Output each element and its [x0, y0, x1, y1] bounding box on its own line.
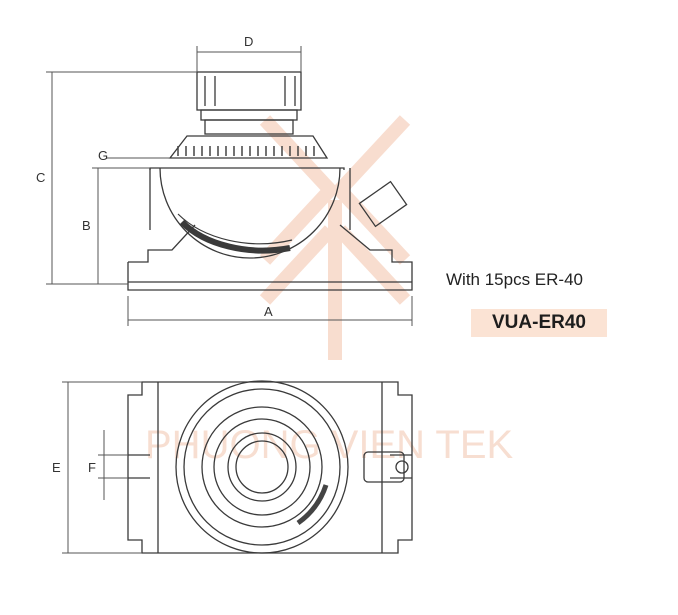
plan-dimensions: [62, 381, 142, 554]
dial-scale: [177, 146, 315, 156]
plan-view: [127, 380, 413, 554]
watermark-text: PHUONG VIEN TEK: [145, 423, 514, 467]
plan-scale: [296, 484, 329, 526]
dim-d-label: D: [244, 34, 253, 49]
elevation-dimensions: [46, 46, 413, 326]
dim-c-label: C: [36, 170, 45, 185]
dim-a-label: A: [264, 304, 273, 319]
dim-e-label: E: [52, 460, 61, 475]
dim-f-label: F: [88, 460, 96, 475]
dim-g-label: G: [98, 148, 108, 163]
model-label: VUA-ER40: [471, 309, 607, 337]
tilt-scale: [177, 213, 293, 254]
dim-b-label: B: [82, 218, 91, 233]
elevation-view: [127, 71, 413, 291]
product-caption: With 15pcs ER-40: [446, 270, 583, 289]
watermark-logo: [259, 115, 411, 360]
